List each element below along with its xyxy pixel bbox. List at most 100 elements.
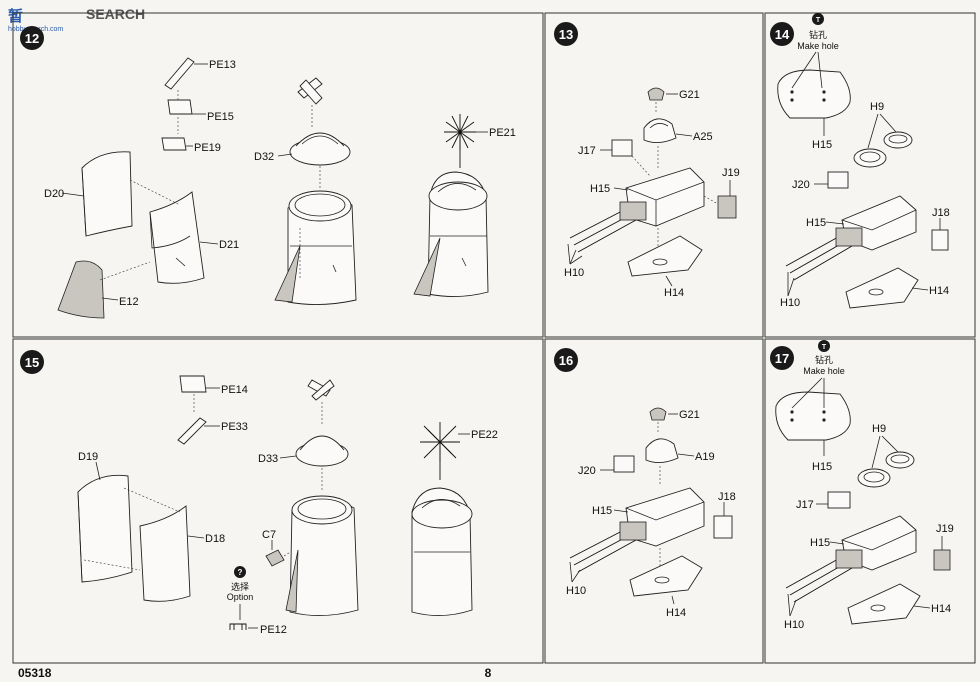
part-d19 xyxy=(77,474,133,583)
label-j19: J19 xyxy=(722,167,740,179)
part-pe14 xyxy=(179,375,207,393)
part-d18 xyxy=(139,505,191,602)
label-a19: A19 xyxy=(695,451,715,463)
label-h14-16: H14 xyxy=(666,607,686,619)
drill-icon xyxy=(818,340,830,352)
label-h10-14: H10 xyxy=(780,297,800,309)
part-j20 xyxy=(827,171,849,189)
part-h14-14 xyxy=(845,267,919,309)
label-pe13: PE13 xyxy=(209,59,236,71)
part-g21-16 xyxy=(649,407,667,421)
part-cross-15 xyxy=(307,379,335,401)
step-16: 16 G21 A19 J20 H15 J18 H10 H14 xyxy=(554,348,736,619)
label-pe15: PE15 xyxy=(207,111,234,123)
note-en: Make hole xyxy=(803,366,845,376)
label-pe12: PE12 xyxy=(260,624,287,636)
step-number: 16 xyxy=(559,353,573,368)
step-number-circle xyxy=(20,26,44,50)
step-number-circle xyxy=(770,346,794,370)
part-cross-small xyxy=(297,77,323,105)
part-pe33 xyxy=(177,417,207,445)
part-j20-16 xyxy=(613,455,635,473)
part-d21 xyxy=(149,191,205,284)
label-h10-16: H10 xyxy=(566,585,586,597)
note-cn: 钻孔 xyxy=(809,29,827,40)
panel-step-13 xyxy=(544,12,764,338)
svg-text:?: ? xyxy=(238,568,243,577)
part-h9-b xyxy=(883,131,913,149)
part-pe15 xyxy=(167,99,193,115)
part-pe19 xyxy=(161,137,187,151)
panel-step-15 xyxy=(12,338,544,664)
label-j17-17: J17 xyxy=(796,499,814,511)
page-number: 8 xyxy=(485,666,492,680)
step-number-circle xyxy=(20,350,44,374)
label-g21-16: G21 xyxy=(679,409,700,421)
step-13: 13 G21 A25 J17 H15 J19 H10 xyxy=(554,22,740,299)
label-d18: D18 xyxy=(205,533,225,545)
part-d20 xyxy=(81,151,133,237)
panel-step-17 xyxy=(764,338,976,664)
part-pe21 xyxy=(444,114,476,168)
label-h15-16: H15 xyxy=(592,505,612,517)
step-number: 12 xyxy=(25,31,39,46)
label-h14: H14 xyxy=(664,287,684,299)
note-en: Make hole xyxy=(797,41,839,51)
part-pe12 xyxy=(229,623,247,630)
label-h15-mid-17: H15 xyxy=(810,537,830,549)
label-d20: D20 xyxy=(44,188,64,200)
label-pe14: PE14 xyxy=(221,384,248,396)
step-number-circle xyxy=(770,22,794,46)
part-pe13 xyxy=(164,57,195,90)
part-j19 xyxy=(717,195,737,219)
label-pe19: PE19 xyxy=(194,142,221,154)
label-d32: D32 xyxy=(254,151,274,163)
label-pe21: PE21 xyxy=(489,127,516,139)
part-a19 xyxy=(645,438,679,463)
step-number-circle xyxy=(554,22,578,46)
step-number: 13 xyxy=(559,27,573,42)
label-j17: J17 xyxy=(578,145,596,157)
step-14: 14 T 钻孔 Make hole H15 H9 J20 H15 J18 xyxy=(770,13,950,309)
label-h15-top-17: H15 xyxy=(812,461,832,473)
label-d19: D19 xyxy=(78,451,98,463)
part-h10-barrels-16 xyxy=(569,521,647,573)
watermark-text: SEARCH xyxy=(86,6,145,22)
label-pe33: PE33 xyxy=(221,421,248,433)
step-number: 14 xyxy=(775,27,790,42)
label-h10: H10 xyxy=(564,267,584,279)
panel-step-16 xyxy=(544,338,764,664)
part-h9-b-17 xyxy=(885,451,915,469)
panel-borders xyxy=(12,12,976,664)
label-d21: D21 xyxy=(219,239,239,251)
step-number: 15 xyxy=(25,355,39,370)
part-c7 xyxy=(265,549,285,567)
panel-step-14 xyxy=(764,12,976,338)
label-j20-16: J20 xyxy=(578,465,596,477)
part-pe22 xyxy=(420,422,460,480)
step-15: 15 PE14 PE33 D19 D18 C7 ? 选择 Option PE12 xyxy=(20,350,498,636)
label-e12: E12 xyxy=(119,296,139,308)
part-j19-17 xyxy=(933,549,951,571)
label-h10-17: H10 xyxy=(784,619,804,631)
part-j18-16 xyxy=(713,515,733,539)
label-pe22: PE22 xyxy=(471,429,498,441)
svg-text:T: T xyxy=(822,344,827,351)
part-h10-barrels-14 xyxy=(785,227,863,281)
panel-step-12 xyxy=(12,12,544,338)
step-number-circle xyxy=(554,348,578,372)
part-h10-barrels-17 xyxy=(785,549,863,603)
label-j19-17: J19 xyxy=(936,523,954,535)
part-h9-a-17 xyxy=(857,468,891,488)
option-cn: 选择 xyxy=(231,581,249,592)
part-j17 xyxy=(611,139,633,157)
part-h9-a xyxy=(853,148,887,168)
part-e12 xyxy=(57,260,105,319)
part-j17-17 xyxy=(827,491,851,509)
svg-text:T: T xyxy=(816,17,821,24)
part-h10-barrels xyxy=(569,201,647,253)
step-12: 12 PE13 PE15 PE19 D20 D21 E12 xyxy=(20,26,516,319)
label-h14-14: H14 xyxy=(929,285,949,297)
label-h14-17: H14 xyxy=(931,603,951,615)
